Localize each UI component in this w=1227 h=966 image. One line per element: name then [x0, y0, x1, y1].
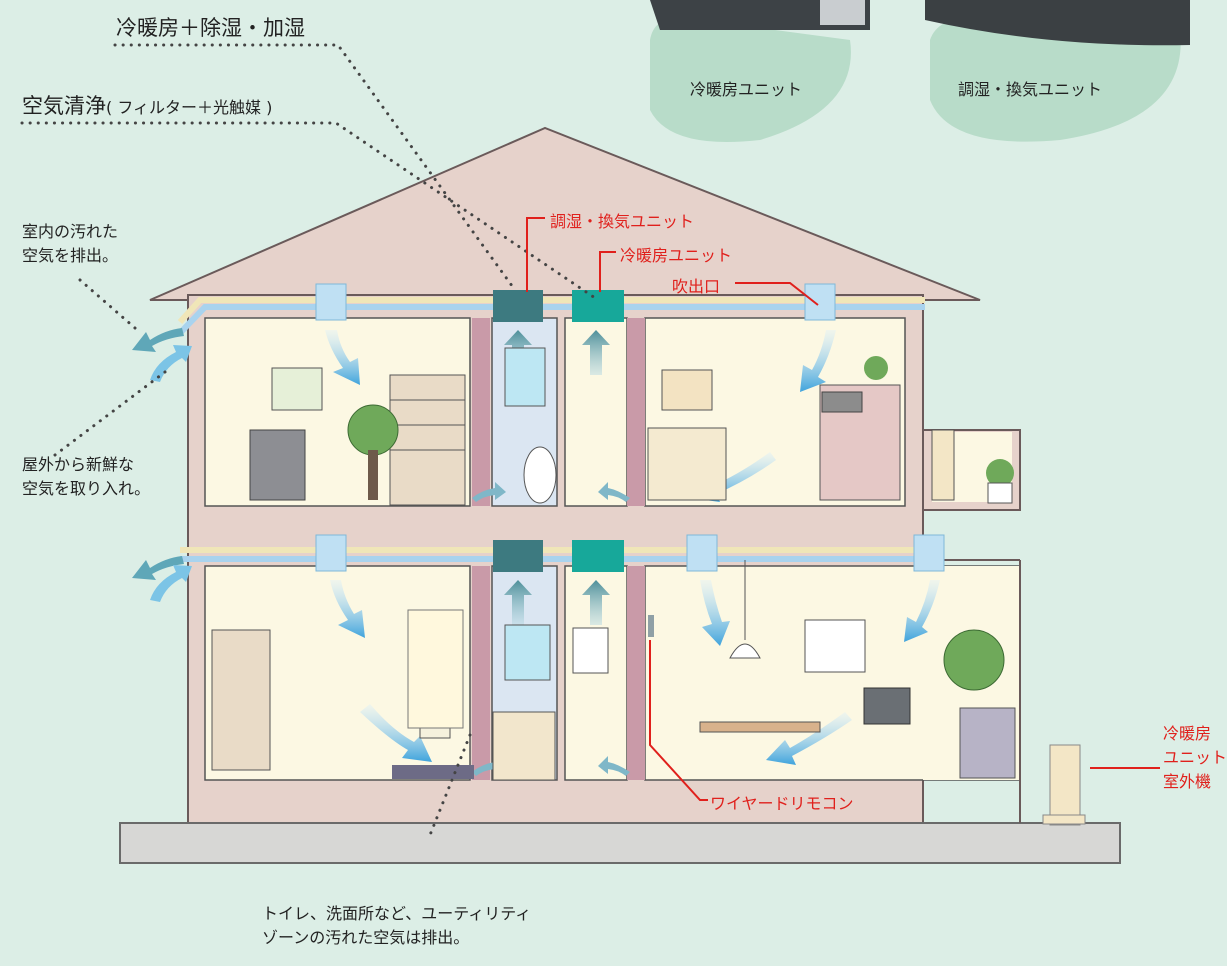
label-intake-line1: 屋外から新鮮な: [22, 455, 135, 474]
duct-1f: [180, 547, 925, 562]
label-air-clean-sub: ( フィルター＋光触媒 ): [106, 98, 273, 117]
callout-outdoor-line1: 冷暖房: [1163, 724, 1212, 743]
outlet-1f-b: [686, 534, 718, 572]
label-exhaust-line2: 空気を排出。: [22, 246, 119, 265]
label-exhaust-line1: 室内の汚れた: [22, 222, 119, 241]
label-cool-heat-dehumid: 冷暖房＋除湿・加湿: [116, 16, 305, 40]
label-intake-line2: 空気を取り入れ。: [22, 479, 151, 498]
callout-humid-vent-unit: 調湿・換気ユニット: [550, 212, 695, 231]
callout-outdoor-unit: 冷暖房 ユニット 室外機: [1163, 722, 1227, 794]
cool-heat-unit-2f: [572, 290, 624, 322]
callout-lines: [526, 217, 1160, 801]
label-unit-cool-heat: 冷暖房ユニット: [690, 80, 803, 99]
label-utility-line1: トイレ、洗面所など、ユーティリティ: [262, 904, 532, 923]
leader-lines: [20, 43, 600, 842]
callout-outlet: 吹出口: [672, 277, 721, 296]
outdoor-unit: [1049, 744, 1081, 826]
foundation: [119, 822, 1121, 864]
unit-product-images: [650, 0, 1190, 142]
label-unit-humid-vent: 調湿・換気ユニット: [958, 80, 1103, 99]
airflow-arrows: [325, 330, 940, 765]
cool-heat-unit-1f: [572, 540, 624, 572]
callout-cool-heat-unit: 冷暖房ユニット: [620, 246, 733, 265]
label-air-clean-main: 空気清浄: [22, 94, 106, 118]
label-exhaust: 室内の汚れた 空気を排出。: [22, 220, 118, 268]
room-furnishings: [211, 347, 1016, 781]
callout-outdoor-line2: ユニット: [1163, 748, 1227, 767]
label-utility: トイレ、洗面所など、ユーティリティ ゾーンの汚れた空気は排出。: [262, 902, 531, 950]
callout-outdoor-line3: 室外機: [1163, 772, 1212, 791]
outlet-2f-left: [315, 283, 347, 321]
label-air-clean: 空気清浄( フィルター＋光触媒 ): [22, 90, 272, 120]
outlet-2f-right: [804, 283, 836, 321]
humid-vent-unit-1f: [493, 540, 543, 572]
callout-wired-remote: ワイヤードリモコン: [710, 794, 854, 813]
humid-vent-unit-2f: [493, 290, 543, 322]
duct-2f: [177, 297, 925, 336]
outlet-1f-a: [315, 534, 347, 572]
label-intake: 屋外から新鮮な 空気を取り入れ。: [22, 453, 150, 501]
outlet-1f-c: [913, 534, 945, 572]
label-utility-line2: ゾーンの汚れた空気は排出。: [262, 928, 470, 947]
